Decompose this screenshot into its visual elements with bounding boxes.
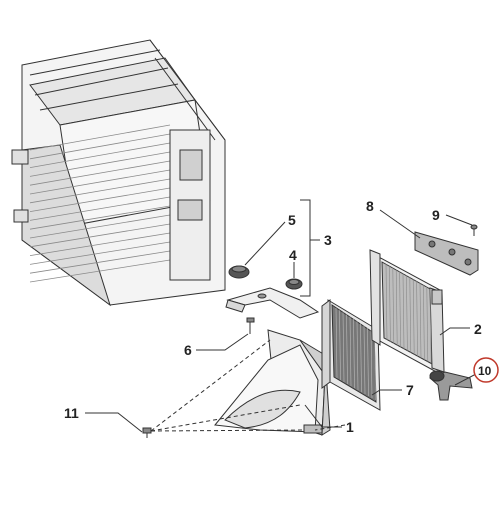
leader-lines	[85, 199, 477, 433]
fin-line	[342, 312, 345, 383]
fin-line	[349, 316, 352, 387]
fin-line	[409, 277, 412, 353]
callout-labels: 1 2 3 4 5 6 7 8 9 10 11	[64, 198, 492, 435]
intercooler-core-lines	[335, 307, 376, 401]
screw-part-9	[470, 224, 478, 236]
rubber-seal-part-5	[228, 265, 250, 279]
callout-11: 11	[64, 405, 79, 421]
callout-1: 1	[346, 419, 354, 435]
fin-line	[426, 286, 429, 362]
fin-line	[423, 284, 425, 360]
fin-line	[29, 205, 171, 230]
fin-line	[399, 271, 401, 348]
fin-line	[385, 263, 388, 341]
fin-line	[416, 281, 418, 357]
fin-line	[29, 124, 171, 151]
support-bracket-part-3	[225, 287, 320, 319]
fin-line	[29, 133, 171, 160]
fin-line	[29, 142, 171, 168]
fan-shroud-part-1	[214, 329, 331, 436]
radiator-fins	[29, 124, 171, 283]
fin-line	[29, 232, 171, 256]
callout-10: 10	[478, 364, 492, 378]
callout-6: 6	[184, 342, 192, 358]
bolt-part-6	[246, 317, 255, 334]
fin-line	[402, 273, 405, 350]
callout-9: 9	[432, 207, 440, 223]
callout-3: 3	[324, 232, 332, 248]
fin-line	[29, 169, 171, 195]
bolt-part-11	[142, 427, 152, 438]
callout-7: 7	[406, 382, 414, 398]
fin-line	[370, 329, 373, 399]
fin-line	[353, 318, 355, 389]
fin-line	[29, 241, 171, 265]
fin-line	[429, 288, 432, 364]
fin-line	[29, 259, 171, 283]
fin-line	[419, 282, 422, 359]
fin-line	[360, 323, 362, 393]
fin-line	[363, 325, 366, 395]
callout-8: 8	[366, 198, 374, 214]
grommet-part-4	[285, 278, 303, 290]
fin-line	[367, 327, 369, 397]
radiator-core-lines	[385, 263, 432, 364]
fin-line	[395, 269, 398, 346]
fin-line	[29, 187, 171, 212]
fin-line	[339, 310, 341, 381]
radiator-top-rails	[11, 39, 226, 281]
fin-line	[406, 275, 408, 351]
fin-line	[356, 321, 359, 391]
fin-line	[335, 307, 338, 379]
fin-line	[29, 151, 171, 177]
fin-line	[374, 332, 376, 401]
fin-line	[29, 196, 171, 221]
fin-line	[412, 279, 415, 355]
fin-line	[346, 314, 348, 385]
callout-4: 4	[289, 247, 297, 263]
fin-line	[389, 265, 391, 342]
hose-bracket-part-10	[429, 370, 473, 401]
fin-line	[29, 223, 171, 248]
fin-line	[29, 250, 171, 274]
fin-line	[392, 267, 395, 344]
fin-line	[29, 214, 171, 239]
callout-2: 2	[474, 321, 482, 337]
fin-line	[29, 160, 171, 186]
highlight-ring-part-10	[473, 357, 499, 383]
fin-line	[29, 178, 171, 204]
callout-5: 5	[288, 212, 296, 228]
mounting-bracket-part-8	[414, 231, 479, 276]
